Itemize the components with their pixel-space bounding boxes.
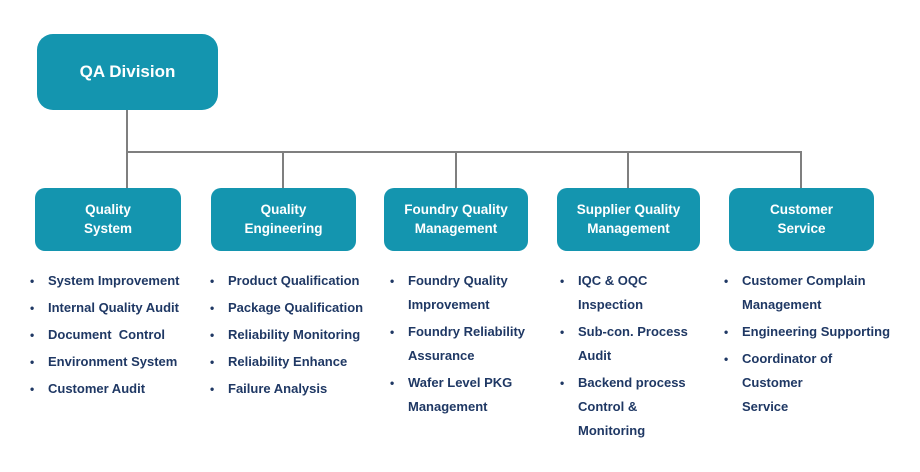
list-item: • Internal Quality Audit <box>30 296 206 320</box>
list-item-label: Customer Audit <box>48 381 146 396</box>
list-item-label: Backend process Control & Monitoring <box>578 375 686 438</box>
list-item: • Sub-con. Process Audit <box>560 320 720 368</box>
bullet-icon: • <box>210 355 215 369</box>
dept-title: Supplier Quality Management <box>576 202 681 236</box>
list-item: • Wafer Level PKG Management <box>390 371 542 419</box>
list-foundry-quality-management: • Foundry Quality Improvement • Foundry … <box>390 269 542 422</box>
connector-drop-quality-system <box>126 152 128 189</box>
list-item: • Backend process Control & Monitoring <box>560 371 720 443</box>
bullet-icon: • <box>390 376 395 390</box>
list-item-label: Product Qualification <box>228 273 360 288</box>
bullet-icon: • <box>560 274 565 288</box>
list-item: • Customer Audit <box>30 377 206 401</box>
list-item-label: Package Qualification <box>228 300 364 315</box>
qa-division-title: QA Division <box>79 62 176 81</box>
list-item-label: Document Control <box>48 327 165 342</box>
bullet-icon: • <box>210 301 215 315</box>
connector-drop-quality-engineering <box>282 152 284 189</box>
list-item: • Engineering Supporting <box>724 320 904 344</box>
list-item-label: Sub-con. Process Audit <box>578 324 688 363</box>
list-item: • Reliability Monitoring <box>210 323 382 347</box>
list-item-label: Environment System <box>48 354 178 369</box>
bullet-icon: • <box>390 325 395 339</box>
list-item-label: Failure Analysis <box>228 381 328 396</box>
dept-box-quality-system: Quality System <box>35 188 181 251</box>
dept-title: Customer Service <box>769 202 833 236</box>
bullet-icon: • <box>210 274 215 288</box>
list-item: • Document Control <box>30 323 206 347</box>
list-item: • Failure Analysis <box>210 377 382 401</box>
bullet-icon: • <box>724 352 729 366</box>
list-quality-engineering: • Product Qualification • Package Qualif… <box>210 269 382 404</box>
list-item-label: Foundry Reliability Assurance <box>408 324 526 363</box>
list-item: • Environment System <box>30 350 206 374</box>
bullet-icon: • <box>390 274 395 288</box>
list-item: • IQC & OQC Inspection <box>560 269 720 317</box>
list-item-label: Foundry Quality Improvement <box>408 273 508 312</box>
list-item-label: Coordinator of Customer Service <box>742 351 833 414</box>
list-item-label: Reliability Monitoring <box>228 327 361 342</box>
list-item-label: Engineering Supporting <box>742 324 891 339</box>
bullet-icon: • <box>560 325 565 339</box>
dept-box-customer-service: Customer Service <box>729 188 874 251</box>
dept-box-quality-engineering: Quality Engineering <box>211 188 356 251</box>
list-supplier-quality-management: • IQC & OQC Inspection • Sub-con. Proces… <box>560 269 720 446</box>
list-item: • Package Qualification <box>210 296 382 320</box>
qa-division-box: QA Division <box>37 34 218 110</box>
dept-title: Quality Engineering <box>244 202 323 236</box>
list-item-label: Reliability Enhance <box>228 354 348 369</box>
list-quality-system: • System Improvement • Internal Quality … <box>30 269 206 404</box>
list-item-label: IQC & OQC Inspection <box>578 273 648 312</box>
list-item: • System Improvement <box>30 269 206 293</box>
list-item: • Foundry Reliability Assurance <box>390 320 542 368</box>
bullet-icon: • <box>724 325 729 339</box>
list-item: • Customer Complain Management <box>724 269 904 317</box>
bullet-icon: • <box>210 382 215 396</box>
list-item: • Reliability Enhance <box>210 350 382 374</box>
bullet-icon: • <box>30 382 35 396</box>
dept-box-supplier-quality-management: Supplier Quality Management <box>557 188 700 251</box>
connector-root-vertical <box>126 110 128 152</box>
bullet-icon: • <box>30 274 35 288</box>
bullet-icon: • <box>724 274 729 288</box>
bullet-icon: • <box>210 328 215 342</box>
dept-title: Foundry Quality Management <box>404 202 508 236</box>
connector-drop-supplier-quality <box>627 152 629 189</box>
list-item-label: Customer Complain Management <box>742 273 866 312</box>
bullet-icon: • <box>30 328 35 342</box>
connector-drop-foundry-quality <box>455 152 457 189</box>
bullet-icon: • <box>30 355 35 369</box>
list-item: • Product Qualification <box>210 269 382 293</box>
list-customer-service: • Customer Complain Management • Enginee… <box>724 269 904 422</box>
list-item: • Coordinator of Customer Service <box>724 347 904 419</box>
list-item: • Foundry Quality Improvement <box>390 269 542 317</box>
bullet-icon: • <box>560 376 565 390</box>
bullet-icon: • <box>30 301 35 315</box>
connector-drop-customer-service <box>800 152 802 189</box>
list-item-label: System Improvement <box>48 273 180 288</box>
connector-horizontal <box>126 151 802 153</box>
dept-title: Quality System <box>83 202 133 236</box>
list-item-label: Wafer Level PKG Management <box>408 375 513 414</box>
dept-box-foundry-quality-management: Foundry Quality Management <box>384 188 528 251</box>
list-item-label: Internal Quality Audit <box>48 300 179 315</box>
